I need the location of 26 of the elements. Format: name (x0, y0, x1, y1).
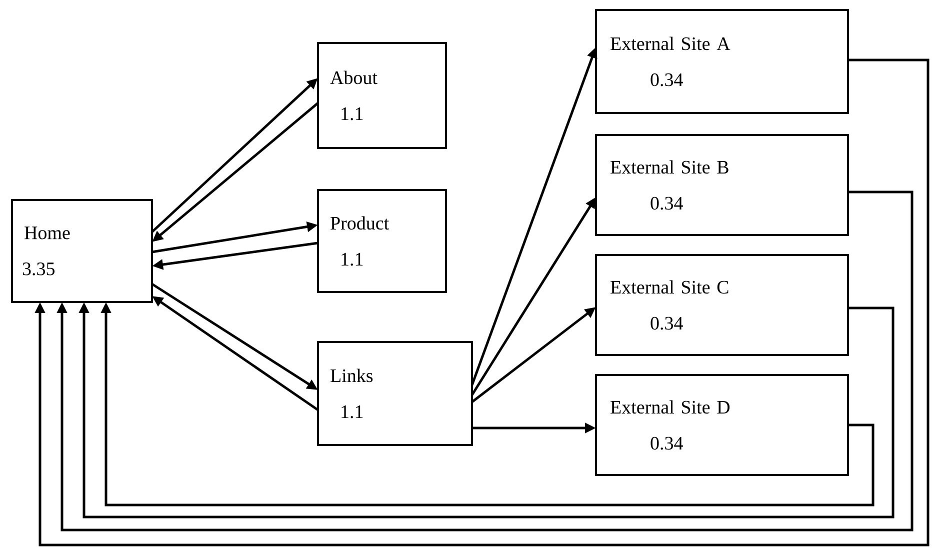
rank-value: 0.34 (650, 196, 683, 210)
page-box (317, 341, 473, 446)
page-name: Product (330, 216, 389, 230)
page-box (595, 9, 850, 114)
page-name: About (330, 70, 378, 84)
page-box (595, 374, 850, 476)
rank-value: 0.34 (650, 316, 683, 330)
page-name: External Site C (610, 280, 728, 294)
rank-value: 1.1 (342, 107, 363, 120)
rank-value: 0.34 (650, 436, 683, 450)
rank-value: 1.1 (342, 405, 363, 418)
rank-value: 0.34 (650, 73, 683, 86)
page-name: Home (24, 226, 70, 240)
page-name: External Site D (610, 400, 730, 414)
rank-value: 3.35 (22, 262, 54, 276)
page-box (595, 254, 850, 356)
page-name: Links (330, 368, 373, 382)
page-box (595, 134, 850, 236)
arrow (56, 190, 914, 532)
rank-value: 1.1 (342, 252, 363, 266)
page-box (317, 189, 447, 293)
page-name: External Site A (610, 36, 730, 50)
page-name: External Site B (610, 160, 728, 174)
page-box (317, 42, 447, 149)
page-box (11, 199, 153, 303)
arrow (34, 58, 930, 546)
